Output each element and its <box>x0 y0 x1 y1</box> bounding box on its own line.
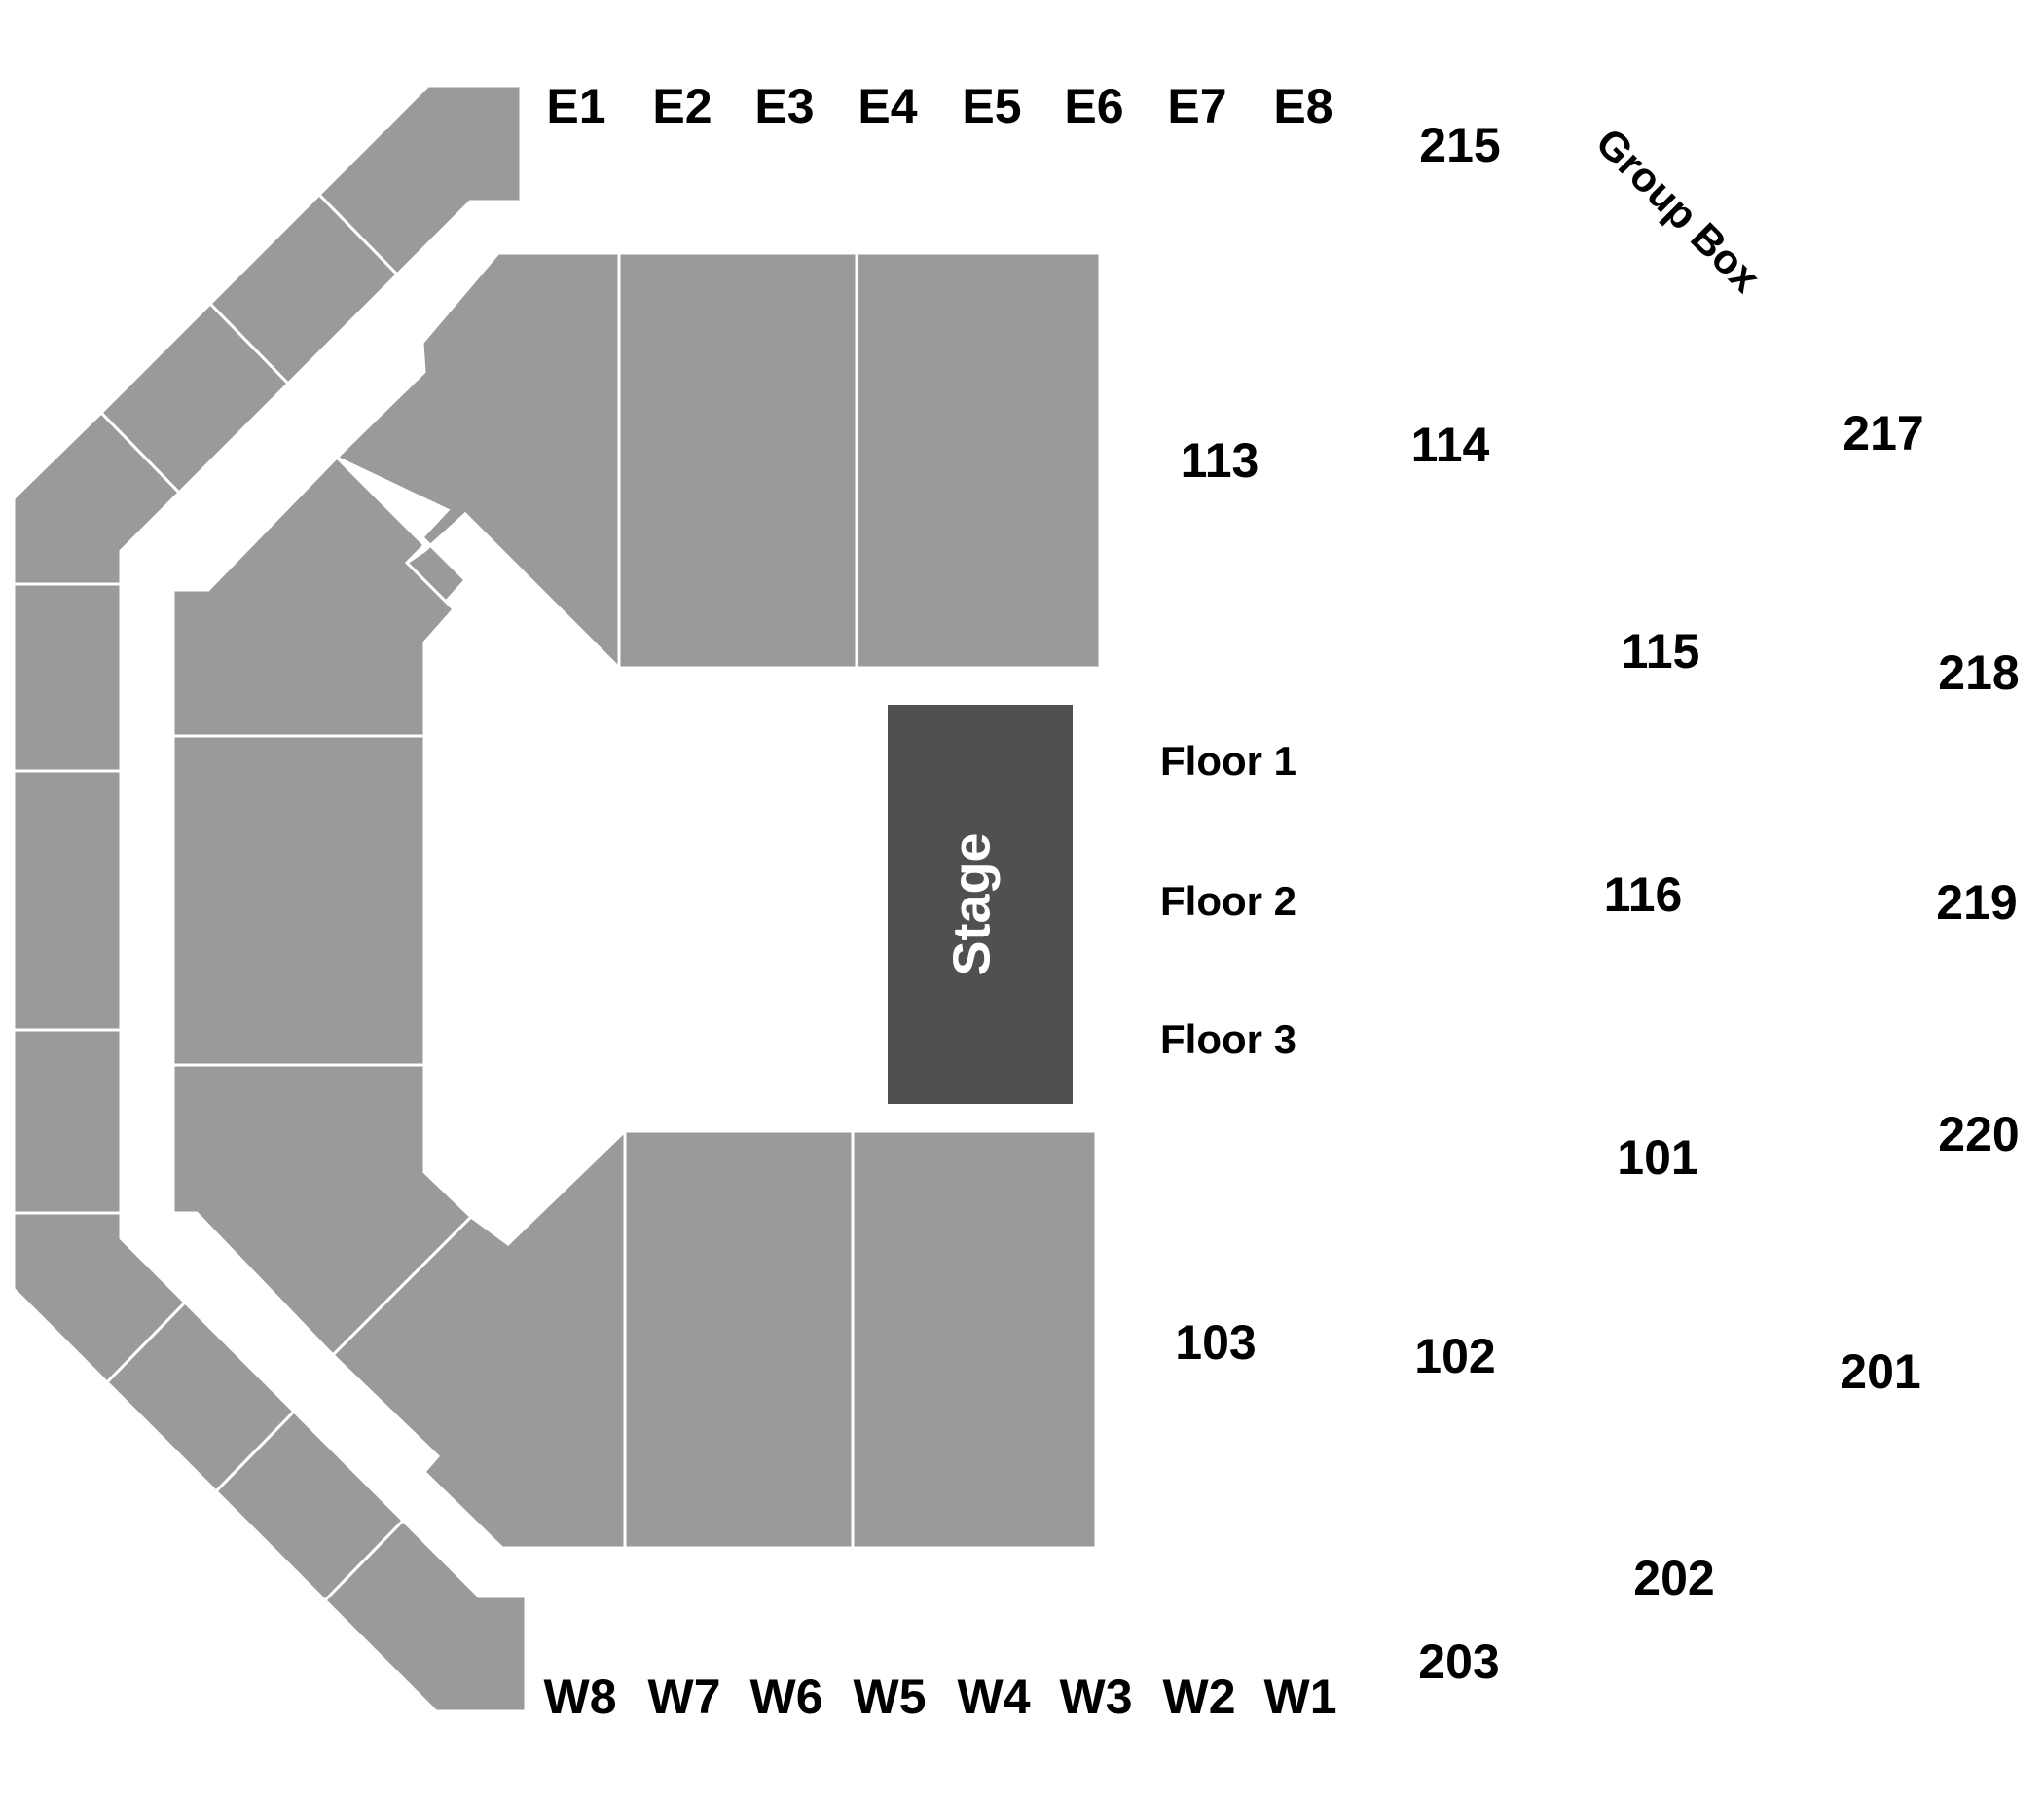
stage[interactable] <box>888 705 1073 1104</box>
row-label-e3[interactable]: E3 <box>754 79 814 133</box>
section-label-114[interactable]: 114 <box>1411 418 1490 472</box>
lower-section-bottom-center-2[interactable] <box>851 1129 1098 1550</box>
lower-section-lower-diagonal[interactable] <box>330 1127 627 1550</box>
row-label-w3[interactable]: W3 <box>1060 1670 1133 1724</box>
row-label-e1[interactable]: E1 <box>546 79 605 133</box>
west-row-labels: W8 W7 W6 W5 W4 W3 W2 W1 <box>544 1670 1337 1724</box>
section-label-115[interactable]: 115 <box>1622 624 1700 679</box>
lower-section-top-center-1[interactable] <box>617 251 858 670</box>
row-label-w7[interactable]: W7 <box>648 1670 721 1724</box>
row-label-w5[interactable]: W5 <box>854 1670 927 1724</box>
section-label-215[interactable]: 215 <box>1419 118 1500 172</box>
row-label-e6[interactable]: E6 <box>1064 79 1123 133</box>
upper-section-bottom-end[interactable] <box>322 1518 528 1713</box>
section-label-102[interactable]: 102 <box>1414 1329 1495 1383</box>
row-label-w1[interactable]: W1 <box>1264 1670 1337 1724</box>
lower-bowl-center <box>617 251 1102 1550</box>
section-label-201[interactable]: 201 <box>1840 1344 1920 1399</box>
east-row-labels: E1 E2 E3 E4 E5 E6 E7 E8 <box>546 79 1332 133</box>
stage-label: Stage <box>942 832 1001 975</box>
floor-label-3[interactable]: Floor 3 <box>1160 1016 1296 1062</box>
row-label-w8[interactable]: W8 <box>544 1670 617 1724</box>
row-label-e8[interactable]: E8 <box>1273 79 1332 133</box>
lower-bowl-left <box>171 251 627 1550</box>
upper-section-left-2[interactable] <box>12 769 123 1032</box>
section-label-220[interactable]: 220 <box>1938 1107 2019 1161</box>
lower-section-upper-diagonal[interactable] <box>334 251 621 672</box>
row-label-e4[interactable]: E4 <box>858 79 917 133</box>
section-label-202[interactable]: 202 <box>1633 1551 1714 1605</box>
section-labels: 215 113 114 217 115 218 116 219 101 220 … <box>1175 118 2019 1689</box>
row-label-w6[interactable]: W6 <box>750 1670 823 1724</box>
section-label-219[interactable]: 219 <box>1936 875 2017 930</box>
upper-section-left-3[interactable] <box>12 1028 123 1215</box>
lower-section-upper-left[interactable] <box>171 455 456 738</box>
row-label-w4[interactable]: W4 <box>958 1670 1031 1724</box>
lower-section-left-center[interactable] <box>171 734 426 1067</box>
section-label-103[interactable]: 103 <box>1175 1315 1256 1370</box>
section-label-203[interactable]: 203 <box>1418 1634 1499 1689</box>
row-label-e7[interactable]: E7 <box>1167 79 1226 133</box>
section-label-218[interactable]: 218 <box>1938 645 2019 700</box>
row-label-w2[interactable]: W2 <box>1163 1670 1236 1724</box>
upper-section-left-1[interactable] <box>12 582 123 773</box>
section-label-217[interactable]: 217 <box>1843 406 1923 460</box>
section-label-113[interactable]: 113 <box>1181 433 1259 488</box>
upper-outer-ring <box>12 84 528 1713</box>
section-label-116[interactable]: 116 <box>1604 867 1683 922</box>
row-label-e2[interactable]: E2 <box>652 79 712 133</box>
lower-section-bottom-center-1[interactable] <box>623 1129 855 1550</box>
section-label-101[interactable]: 101 <box>1617 1130 1697 1185</box>
floor-labels: Floor 1 Floor 2 Floor 3 <box>1160 738 1296 1062</box>
floor-label-2[interactable]: Floor 2 <box>1160 878 1296 924</box>
lower-section-top-center-2[interactable] <box>855 251 1102 670</box>
row-label-e5[interactable]: E5 <box>962 79 1021 133</box>
group-box-label[interactable]: Group Box <box>1588 119 1770 301</box>
floor-label-1[interactable]: Floor 1 <box>1160 738 1296 784</box>
